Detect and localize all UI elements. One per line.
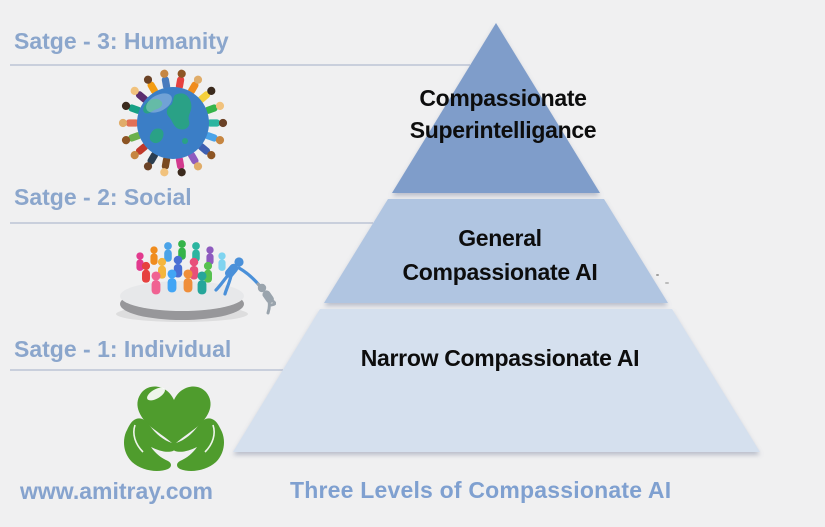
heart-shape	[137, 386, 211, 445]
pyramid-level-middle	[324, 199, 668, 303]
website-text: www.amitray.com	[20, 478, 214, 504]
level-top-line1: Compassionate	[419, 85, 587, 111]
stage-2-separator	[10, 222, 373, 224]
level-bottom-line1: Narrow Compassionate AI	[360, 345, 640, 371]
people-group-icon	[116, 240, 276, 322]
stage-3-separator	[10, 64, 470, 66]
pyramid-level-top	[392, 23, 600, 193]
level-middle-line1: General	[458, 225, 542, 251]
stage-1-separator	[10, 369, 283, 371]
pyramid-level-top-text: Compassionate Superintelligance	[353, 82, 653, 146]
level-top-line2: Superintelligance	[409, 117, 597, 143]
left-hand	[124, 418, 176, 471]
stage-3-label: Satge - 3: Humanity	[14, 28, 229, 54]
heart-shine	[147, 387, 165, 401]
stage-1-label: Satge - 1: Individual	[14, 336, 232, 362]
stage-2-label: Satge - 2: Social	[14, 184, 192, 210]
globe-people-icon	[118, 69, 228, 177]
hands-heart-icon	[124, 386, 224, 471]
pyramid-level-bottom-text: Narrow Compassionate AI	[330, 345, 670, 372]
pyramid-level-middle-text: General Compassionate AI	[350, 221, 650, 289]
right-hand	[172, 418, 224, 471]
speck-artifact	[656, 274, 659, 276]
pyramid-level-bottom	[233, 309, 760, 452]
diagram-caption: Three Levels of Compassionate AI	[290, 477, 672, 503]
speck-artifact	[665, 282, 669, 284]
level-middle-line2: Compassionate AI	[402, 259, 598, 285]
